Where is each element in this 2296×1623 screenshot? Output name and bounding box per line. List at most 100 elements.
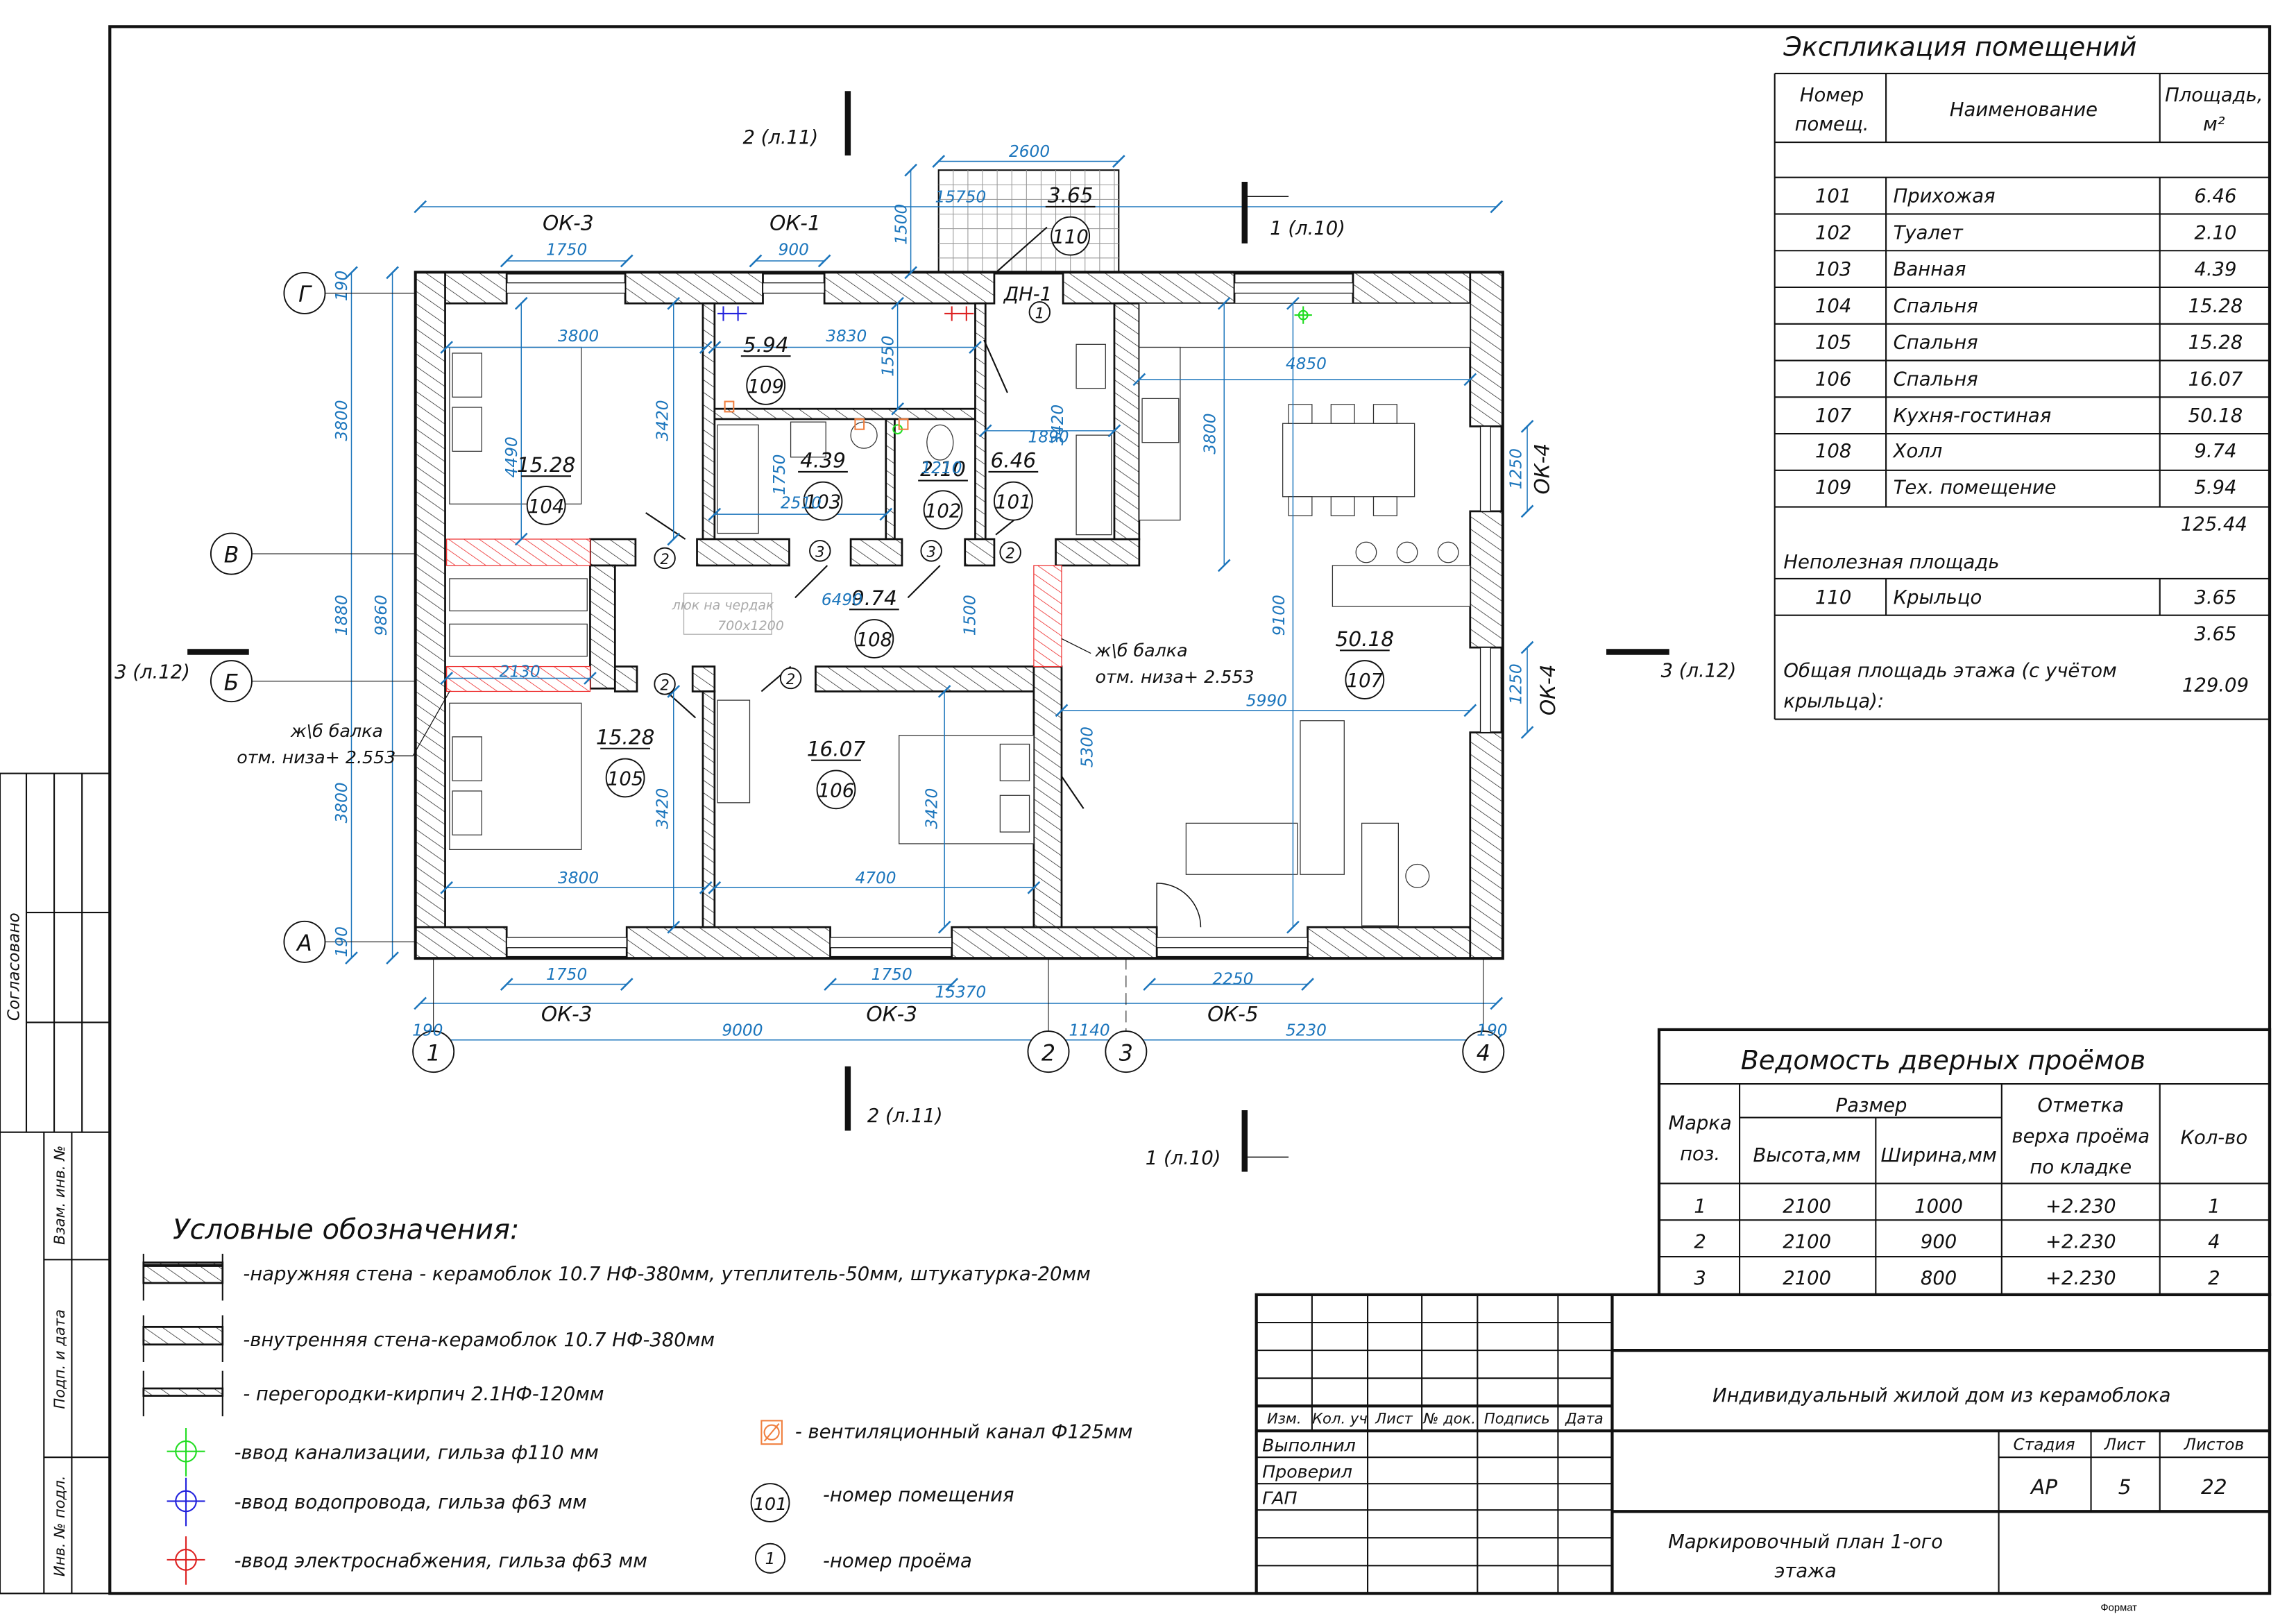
axis-3: 3 [1119, 1041, 1133, 1066]
dim-tick [978, 424, 992, 438]
sewer-input-icon [167, 1427, 205, 1477]
wall-segment [815, 665, 1035, 692]
dim-tick [1286, 920, 1300, 934]
role-performed: Выполнил [1262, 1435, 1356, 1456]
header-name: Наименование [1950, 99, 2098, 121]
opening-labels: ОК-3 ОК-1 ДН-1 ОК-3 ОК-3 ОК-5 ОК-4 ОК-4 [541, 212, 1560, 1026]
legend-int-wall: -внутренняя стена-керамоблок 10.7 НФ-380… [243, 1329, 715, 1351]
dim-tick [500, 254, 513, 268]
furniture-item [1396, 541, 1418, 563]
dim: 1140 [1069, 1021, 1110, 1039]
table-cell-qty: 1 [2208, 1196, 2220, 1218]
table-cell-level: +2.230 [2046, 1196, 2116, 1218]
axis-v: В [224, 543, 239, 568]
axis-g: Г [298, 282, 312, 307]
dim-tick [1520, 420, 1534, 433]
door-mark-bubble [809, 540, 831, 562]
dim: 4850 [1286, 355, 1327, 373]
sheets-value: 22 [2201, 1475, 2227, 1499]
wall-segment [1113, 302, 1141, 541]
col-kol: Кол. уч [1312, 1410, 1368, 1427]
orig-inv-label: Инв. № подл. [51, 1476, 68, 1577]
room-area: 16.07 [807, 737, 866, 760]
dim: 9000 [722, 1021, 763, 1039]
table-cell-width: 900 [1921, 1231, 1957, 1252]
dim: 3420 [1048, 405, 1067, 445]
dim: 1250 [1507, 663, 1526, 704]
water-input-icon [717, 306, 747, 321]
furniture-item [452, 407, 482, 452]
door-mark-bubble [1028, 301, 1051, 323]
dim-tick [1301, 978, 1314, 991]
table-cell-name: Кухня-гостиная [1894, 405, 2052, 427]
nonuseful-total: 3.65 [2194, 624, 2236, 645]
wall-segment [414, 926, 508, 959]
wall-segment [1055, 538, 1141, 567]
furniture-item [1437, 541, 1459, 563]
walls [414, 271, 1504, 959]
dim-tick [699, 881, 713, 894]
door-schedule: Ведомость дверных проёмов Марка поз. Раз… [1657, 1028, 2272, 1297]
windows [506, 282, 1491, 949]
furniture-item [1330, 404, 1355, 424]
dim-tick [699, 341, 713, 354]
side-stamp: Согласовано Взам. инв. № Подп. и дата Ин… [0, 772, 111, 1595]
opening-ok4-2: ОК-4 [1536, 665, 1560, 716]
wall-segment [142, 1387, 224, 1397]
room-number-bubble [746, 366, 786, 405]
table-cell-area: 16.07 [2188, 368, 2243, 390]
table-cell-num: 108 [1815, 441, 1851, 462]
dim: 1880 [332, 595, 351, 636]
table-cell-name: Ванная [1894, 259, 1966, 280]
room-number: 106 [818, 780, 854, 801]
dim: 3800 [332, 782, 351, 823]
dim: 1750 [546, 965, 587, 984]
table-cell-num: 109 [1815, 477, 1851, 499]
table-cell-height: 2100 [1783, 1196, 1831, 1218]
beam-level-right: отм. низа+ 2.553 [1096, 666, 1255, 687]
legend-sample-room: 101 [754, 1493, 787, 1514]
sheet-label: Лист [2104, 1436, 2146, 1454]
dim-tick [584, 672, 597, 685]
window [829, 937, 953, 949]
table-cell-width: 800 [1921, 1268, 1957, 1289]
wall-segment [142, 1325, 224, 1346]
room-number-bubble [605, 758, 645, 798]
dim-tick [667, 296, 681, 310]
furniture-item [717, 424, 759, 534]
drawing-line [983, 339, 1008, 393]
beam-segment [446, 538, 591, 566]
header-width: Ширина,мм [1880, 1145, 1996, 1166]
furniture-item [790, 421, 826, 458]
sheet-value: 5 [2118, 1475, 2132, 1499]
opening-ok1: ОК-1 [769, 212, 821, 235]
furniture-item [717, 699, 751, 804]
dim: 5990 [1246, 692, 1287, 711]
window [506, 937, 627, 949]
wall-segment [624, 271, 764, 305]
bubble [1027, 1030, 1070, 1073]
furniture-item [1141, 398, 1180, 443]
furniture-item [999, 794, 1030, 833]
window [506, 282, 626, 294]
dim-tick [891, 296, 904, 310]
section-1-top: 1 (л.10) [1270, 218, 1345, 239]
legend-partition-symbol [142, 1370, 224, 1417]
furniture-item [452, 352, 482, 398]
wall-segment [625, 926, 831, 959]
furniture-item [1075, 434, 1112, 536]
room-number: 107 [1347, 670, 1384, 692]
dim-tick [1107, 424, 1121, 438]
wall-segment [1032, 665, 1063, 928]
legend-ext-wall: -наружняя стена - керамоблок 10.7 НФ-380… [243, 1264, 1091, 1285]
col-izm: Изм. [1267, 1410, 1302, 1427]
door-mark-bubble [654, 673, 676, 695]
room-number: 105 [607, 769, 643, 790]
door-mark: 3 [815, 543, 824, 560]
beam-notes: ж\б балка отм. низа+ 2.553 ж\б балка отм… [237, 597, 1254, 767]
drawing-line [1255, 1293, 2272, 1595]
dim: 1750 [871, 965, 912, 984]
door-schedule-title: Ведомость дверных проёмов [1741, 1045, 2145, 1076]
dim: 9860 [372, 595, 391, 636]
